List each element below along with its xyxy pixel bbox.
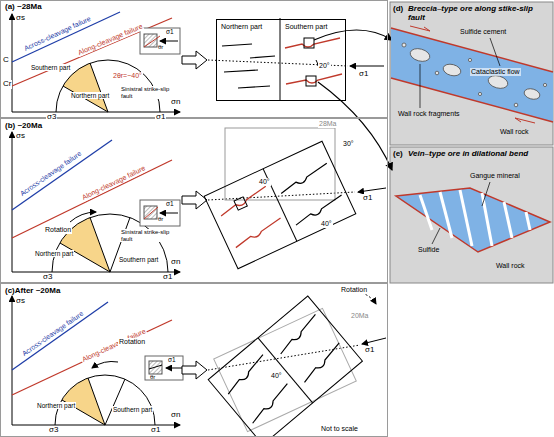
label-text: Southern part xyxy=(112,406,153,413)
label-text: σ1 xyxy=(166,200,174,207)
label-text: σn xyxy=(170,258,181,267)
label-text: Wall rock fragments xyxy=(398,110,460,118)
label-text: Gangue mineral xyxy=(470,172,520,180)
label-text: θr xyxy=(158,216,163,223)
panel-heading: Northern part xyxy=(221,23,262,31)
panel-heading: Breccia–type ore along stike-slip fault xyxy=(408,5,546,23)
panel-heading: (d) xyxy=(393,5,403,14)
label-text: Sulfide xyxy=(418,246,439,254)
label-text: σ3 xyxy=(48,426,59,435)
label-text: 28Ma xyxy=(318,120,338,128)
label-text: θr xyxy=(158,44,163,51)
panel: (a) ~28MaNorthern partSouthern part xyxy=(0,0,388,118)
label-text: Across-cleavage failure xyxy=(20,309,86,358)
label-text: Sulfide cement xyxy=(460,28,506,36)
panel-heading: (c)After ~20Ma xyxy=(5,287,60,296)
panel-heading: Vein–type ore in dilational bend xyxy=(408,150,546,159)
panel: (e) Vein–type ore in dilational bend xyxy=(390,147,553,283)
label-text: σn xyxy=(170,411,181,420)
label-text: σs xyxy=(15,132,26,141)
panel: Northern part Southern part xyxy=(216,19,346,101)
panel: (b) ~20Ma xyxy=(0,118,388,283)
label-text: Northern part xyxy=(70,92,110,99)
label-text: Sinistral strike-slip fault xyxy=(120,229,182,242)
label-text: 40° xyxy=(258,178,271,186)
label-text: Northern part xyxy=(34,250,74,257)
label-text: σs xyxy=(15,14,26,23)
label-text: Wall rock xyxy=(500,128,529,136)
label-text: Across-cleavage failure xyxy=(18,149,84,198)
label-text: θr xyxy=(150,374,155,381)
panel-heading: Southern part xyxy=(285,23,327,31)
panel-heading: (a) ~28Ma xyxy=(5,3,42,12)
label-text: Along-cleavage failure xyxy=(80,164,147,202)
label-text: Cataclastic flow xyxy=(470,68,521,76)
label-text: Rotation xyxy=(340,286,368,294)
label-text: σ1 xyxy=(364,346,375,355)
label-text: σs xyxy=(15,297,26,306)
label-text: Cr xyxy=(2,80,12,89)
label-text: 40° xyxy=(320,220,333,228)
label-text: Northern part xyxy=(36,402,76,409)
label-text: σ3 xyxy=(42,273,53,282)
label-text: Southern part xyxy=(30,64,71,71)
label-text: C xyxy=(2,56,10,65)
label-text: σ1 xyxy=(168,356,176,363)
label-text: σ1 xyxy=(162,273,173,282)
label-text: 2θr=~40° xyxy=(112,72,143,80)
label-text: Rotation xyxy=(118,338,146,346)
label-text: σ1 xyxy=(166,28,174,35)
panel-heading: (e) xyxy=(393,150,403,159)
label-text: σ1 xyxy=(358,70,369,79)
label-text: σ1 xyxy=(150,426,161,435)
label-text: 20Ma xyxy=(350,312,370,320)
panel: (c)After ~20Ma xyxy=(0,283,388,437)
label-text: Southern part xyxy=(118,256,159,263)
panel-heading: (b) ~20Ma xyxy=(5,122,42,131)
label-text: Not to scale xyxy=(320,425,359,433)
label-text: Rotation xyxy=(44,226,72,234)
label-text: σn xyxy=(170,98,181,107)
label-text: σ1 xyxy=(155,113,166,122)
label-text: 20° xyxy=(318,62,331,70)
label-text: Wall rock xyxy=(496,262,525,270)
label-text: 40° xyxy=(270,372,283,380)
label-text: σ1 xyxy=(362,194,373,203)
label-text: 30° xyxy=(342,140,355,148)
label-text: σ3 xyxy=(46,113,57,122)
